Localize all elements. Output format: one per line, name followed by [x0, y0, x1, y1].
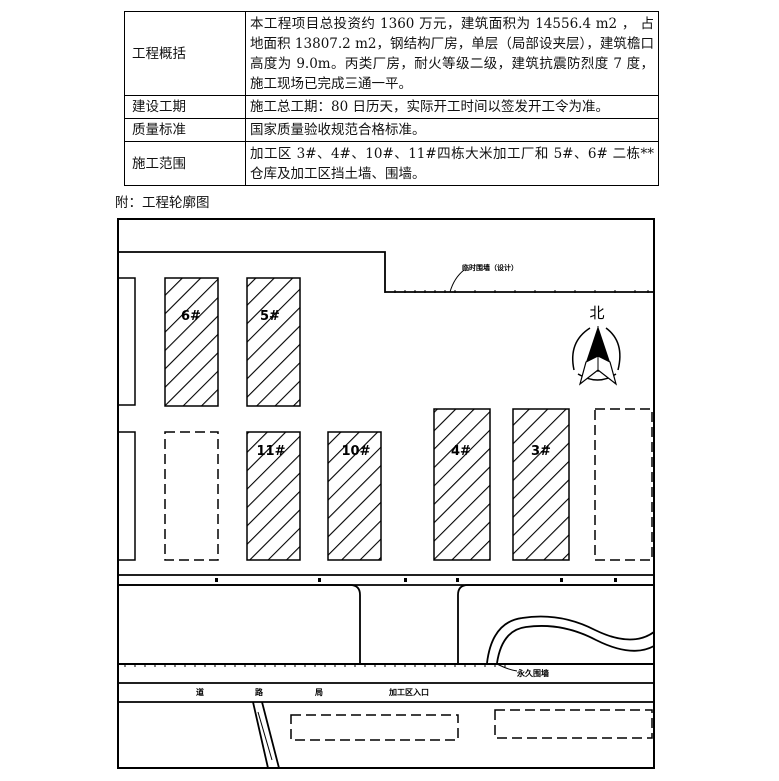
left-strip-upper — [118, 277, 136, 406]
row-key: 施工范围 — [124, 141, 246, 186]
perm-wall-label: 永久围墙 — [516, 668, 549, 678]
branch-road — [252, 701, 280, 769]
north-label: 北 — [589, 304, 604, 322]
project-info-table: 工程概括 本工程项目总投资约 1360 万元，建筑面积为 14556.4 m2 … — [124, 11, 659, 186]
top-road-edge — [118, 251, 654, 293]
plan-frame — [117, 218, 655, 769]
curved-wall-inner — [496, 625, 655, 664]
building-label: 4# — [451, 444, 471, 459]
branch-road-centre — [257, 711, 273, 761]
temp-wall-leader — [449, 269, 465, 293]
table-row: 质量标准 国家质量验收规范合格标准。 — [124, 118, 659, 142]
row-value: 本工程项目总投资约 1360 万元，建筑面积为 14556.4 m2 ， 占地面… — [245, 11, 659, 96]
building-3 — [512, 408, 570, 561]
road-char: 局 — [314, 688, 323, 697]
road-center-dots — [215, 578, 617, 582]
building-5 — [246, 277, 301, 407]
road-char: 道 — [196, 687, 204, 697]
entrance-label: 加工区入口 — [388, 687, 429, 697]
planned-box-bottom-right — [494, 709, 653, 739]
perm-wall-ticks — [124, 664, 506, 667]
row-key: 质量标准 — [124, 118, 246, 142]
lower-block-left — [118, 584, 361, 663]
planned-box-bottom-left — [290, 714, 459, 741]
building-11 — [246, 431, 301, 561]
perm-wall-leader — [496, 663, 518, 672]
table-row: 施工范围 加工区 3#、4#、10#、11#四栋大米加工厂和 5#、6# 二栋*… — [124, 141, 659, 186]
planned-box-right — [594, 408, 653, 561]
row-value: 加工区 3#、4#、10#、11#四栋大米加工厂和 5#、6# 二栋**仓库及加… — [245, 141, 659, 186]
row-value: 施工总工期：80 日历天，实际开工时间以签发开工令为准。 — [245, 95, 659, 119]
building-label: 11# — [257, 444, 286, 459]
building-label: 10# — [342, 444, 371, 459]
temp-wall-ticks — [384, 290, 649, 293]
lower-block-right — [457, 584, 654, 663]
building-label: 5# — [260, 309, 280, 324]
row-key: 工程概括 — [124, 11, 246, 96]
left-strip-lower — [118, 431, 136, 561]
building-10 — [327, 431, 382, 561]
building-label: 3# — [531, 444, 551, 459]
table-row: 建设工期 施工总工期：80 日历天，实际开工时间以签发开工令为准。 — [124, 95, 659, 119]
temp-wall-label: 临时围墙（设计） — [462, 263, 518, 272]
planned-box-left — [164, 431, 219, 561]
figure-caption: 附：工程轮廓图 — [115, 195, 210, 211]
row-value: 国家质量验收规范合格标准。 — [245, 118, 659, 142]
building-6 — [164, 277, 219, 407]
north-compass-icon — [572, 326, 621, 386]
curved-wall-outer — [486, 615, 655, 664]
table-row: 工程概括 本工程项目总投资约 1360 万元，建筑面积为 14556.4 m2 … — [124, 11, 659, 96]
road-char: 路 — [255, 687, 264, 697]
building-label: 6# — [181, 309, 201, 324]
building-4 — [433, 408, 491, 561]
